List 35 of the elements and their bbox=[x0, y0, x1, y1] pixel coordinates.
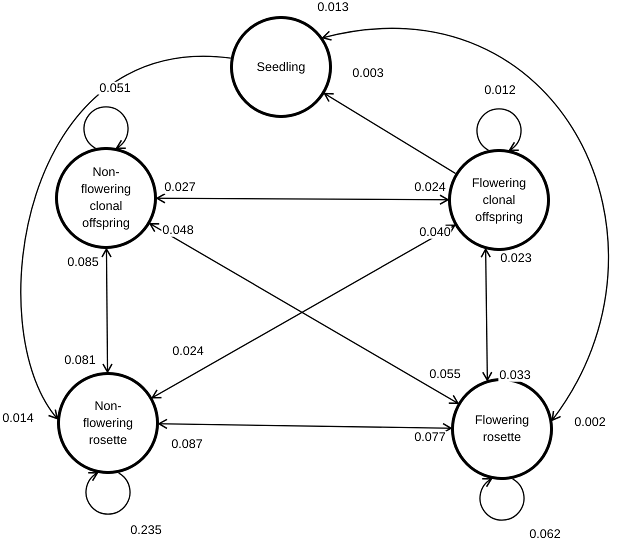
edge-label: 0.051 bbox=[98, 82, 132, 94]
state-name: Flowering rosette bbox=[474, 412, 530, 446]
curved-arrow bbox=[322, 28, 608, 421]
probability-label: 0.087 bbox=[170, 438, 204, 450]
arrow bbox=[101, 248, 113, 373]
state-name: Non-flowering clonal offspring bbox=[80, 164, 132, 232]
self-loop-arrow bbox=[476, 108, 522, 151]
edge-label: 0.235 bbox=[129, 524, 163, 536]
edge-label: 0.014 bbox=[1, 412, 35, 424]
edge-label: 0.012 bbox=[483, 84, 517, 96]
arrow bbox=[324, 92, 456, 174]
edge-label: 0.024 bbox=[413, 180, 447, 194]
state-name: Seedling bbox=[256, 58, 306, 76]
edge-label: 0.081 bbox=[63, 354, 97, 366]
edge-label: 0.002 bbox=[573, 416, 607, 428]
edge-label: 0.062 bbox=[528, 528, 562, 540]
self-loop-arrow bbox=[83, 106, 129, 149]
self-loop-arrow bbox=[85, 472, 131, 515]
state-name: Flowering clonal offspring bbox=[470, 174, 528, 226]
probability-label: 0.027 bbox=[163, 180, 197, 194]
edge-label: 0.024 bbox=[171, 344, 205, 358]
edge-label: 0.003 bbox=[351, 66, 385, 80]
state-name: Non-flowering rosette bbox=[82, 398, 134, 448]
probability-label: 0.013 bbox=[316, 0, 350, 14]
self-loop-arrow bbox=[479, 478, 525, 521]
edge-label: 0.055 bbox=[428, 368, 462, 380]
probability-label: 0.085 bbox=[66, 256, 100, 268]
probability-label: 0.048 bbox=[161, 224, 195, 236]
probability-label: 0.023 bbox=[499, 252, 533, 264]
curved-arrow bbox=[20, 57, 231, 420]
edge-label: 0.033 bbox=[498, 368, 532, 382]
arrow bbox=[156, 193, 449, 205]
arrow bbox=[158, 418, 452, 434]
probability-label: 0.040 bbox=[418, 226, 452, 238]
edge-label: 0.077 bbox=[413, 430, 447, 444]
